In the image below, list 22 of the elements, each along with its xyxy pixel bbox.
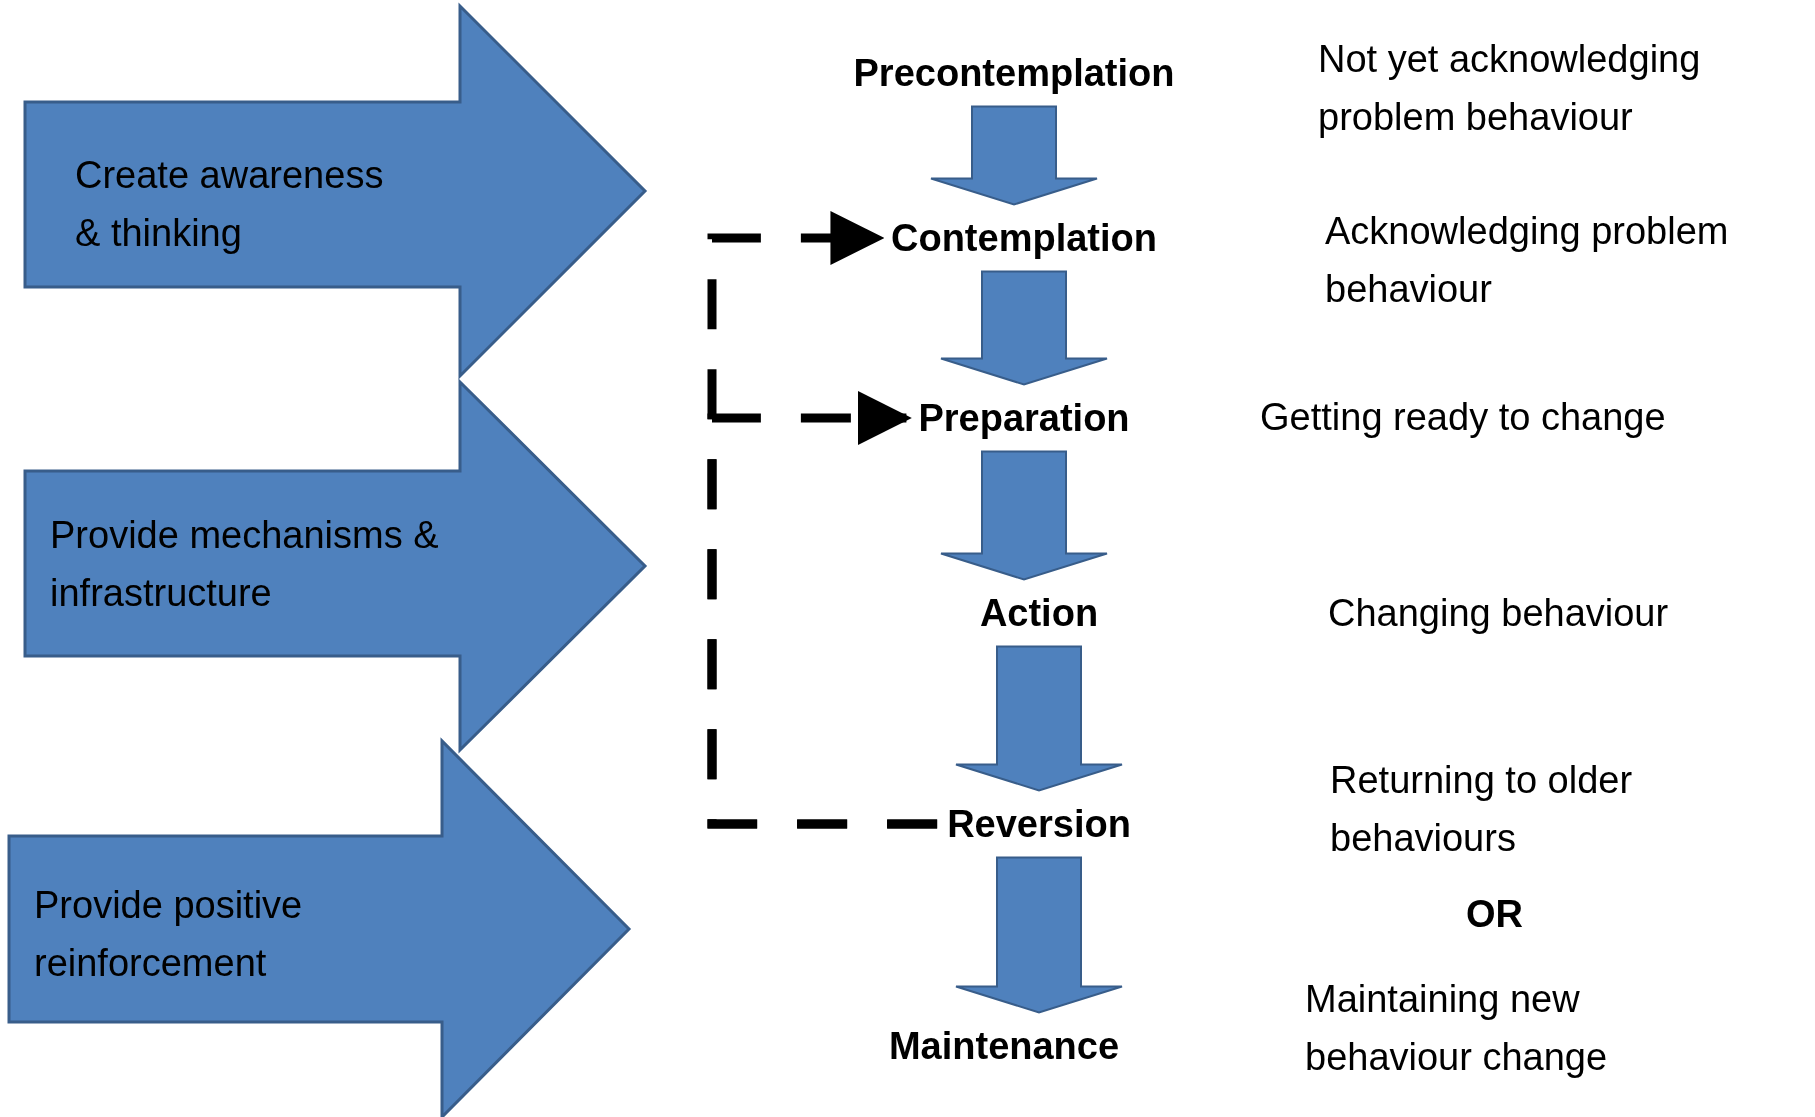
block-arrow [940,270,1108,386]
stage-label: Maintenance [882,1020,1126,1072]
stage-description: Not yet acknowledging problem behaviour [1318,37,1702,140]
stage-description: Getting ready to change [1260,395,1667,440]
arrow-label: Provide positive reinforcement [34,883,304,986]
stage-description: Acknowledging problem behaviour [1325,209,1730,312]
arrow-label: Provide mechanisms & infrastructure [50,513,440,616]
block-arrow [940,450,1108,581]
stage-label: Precontemplation [847,47,1181,99]
block-arrow [955,645,1123,792]
dashed-arrow [707,391,938,829]
stage-description: Maintaining new behaviour change [1305,977,1609,1080]
arrow-label: Create awareness & thinking [75,153,385,256]
stage-label: Action [973,587,1105,639]
stage-description: Returning to older behaviours [1330,758,1634,861]
stage-label: Preparation [912,392,1136,444]
connector-word: OR [1466,892,1524,937]
stage-description: Changing behaviour [1328,591,1670,636]
block-arrow [930,105,1098,206]
block-arrow [955,856,1123,1014]
stage-label: Reversion [941,798,1137,850]
stage-label: Contemplation [885,212,1163,264]
